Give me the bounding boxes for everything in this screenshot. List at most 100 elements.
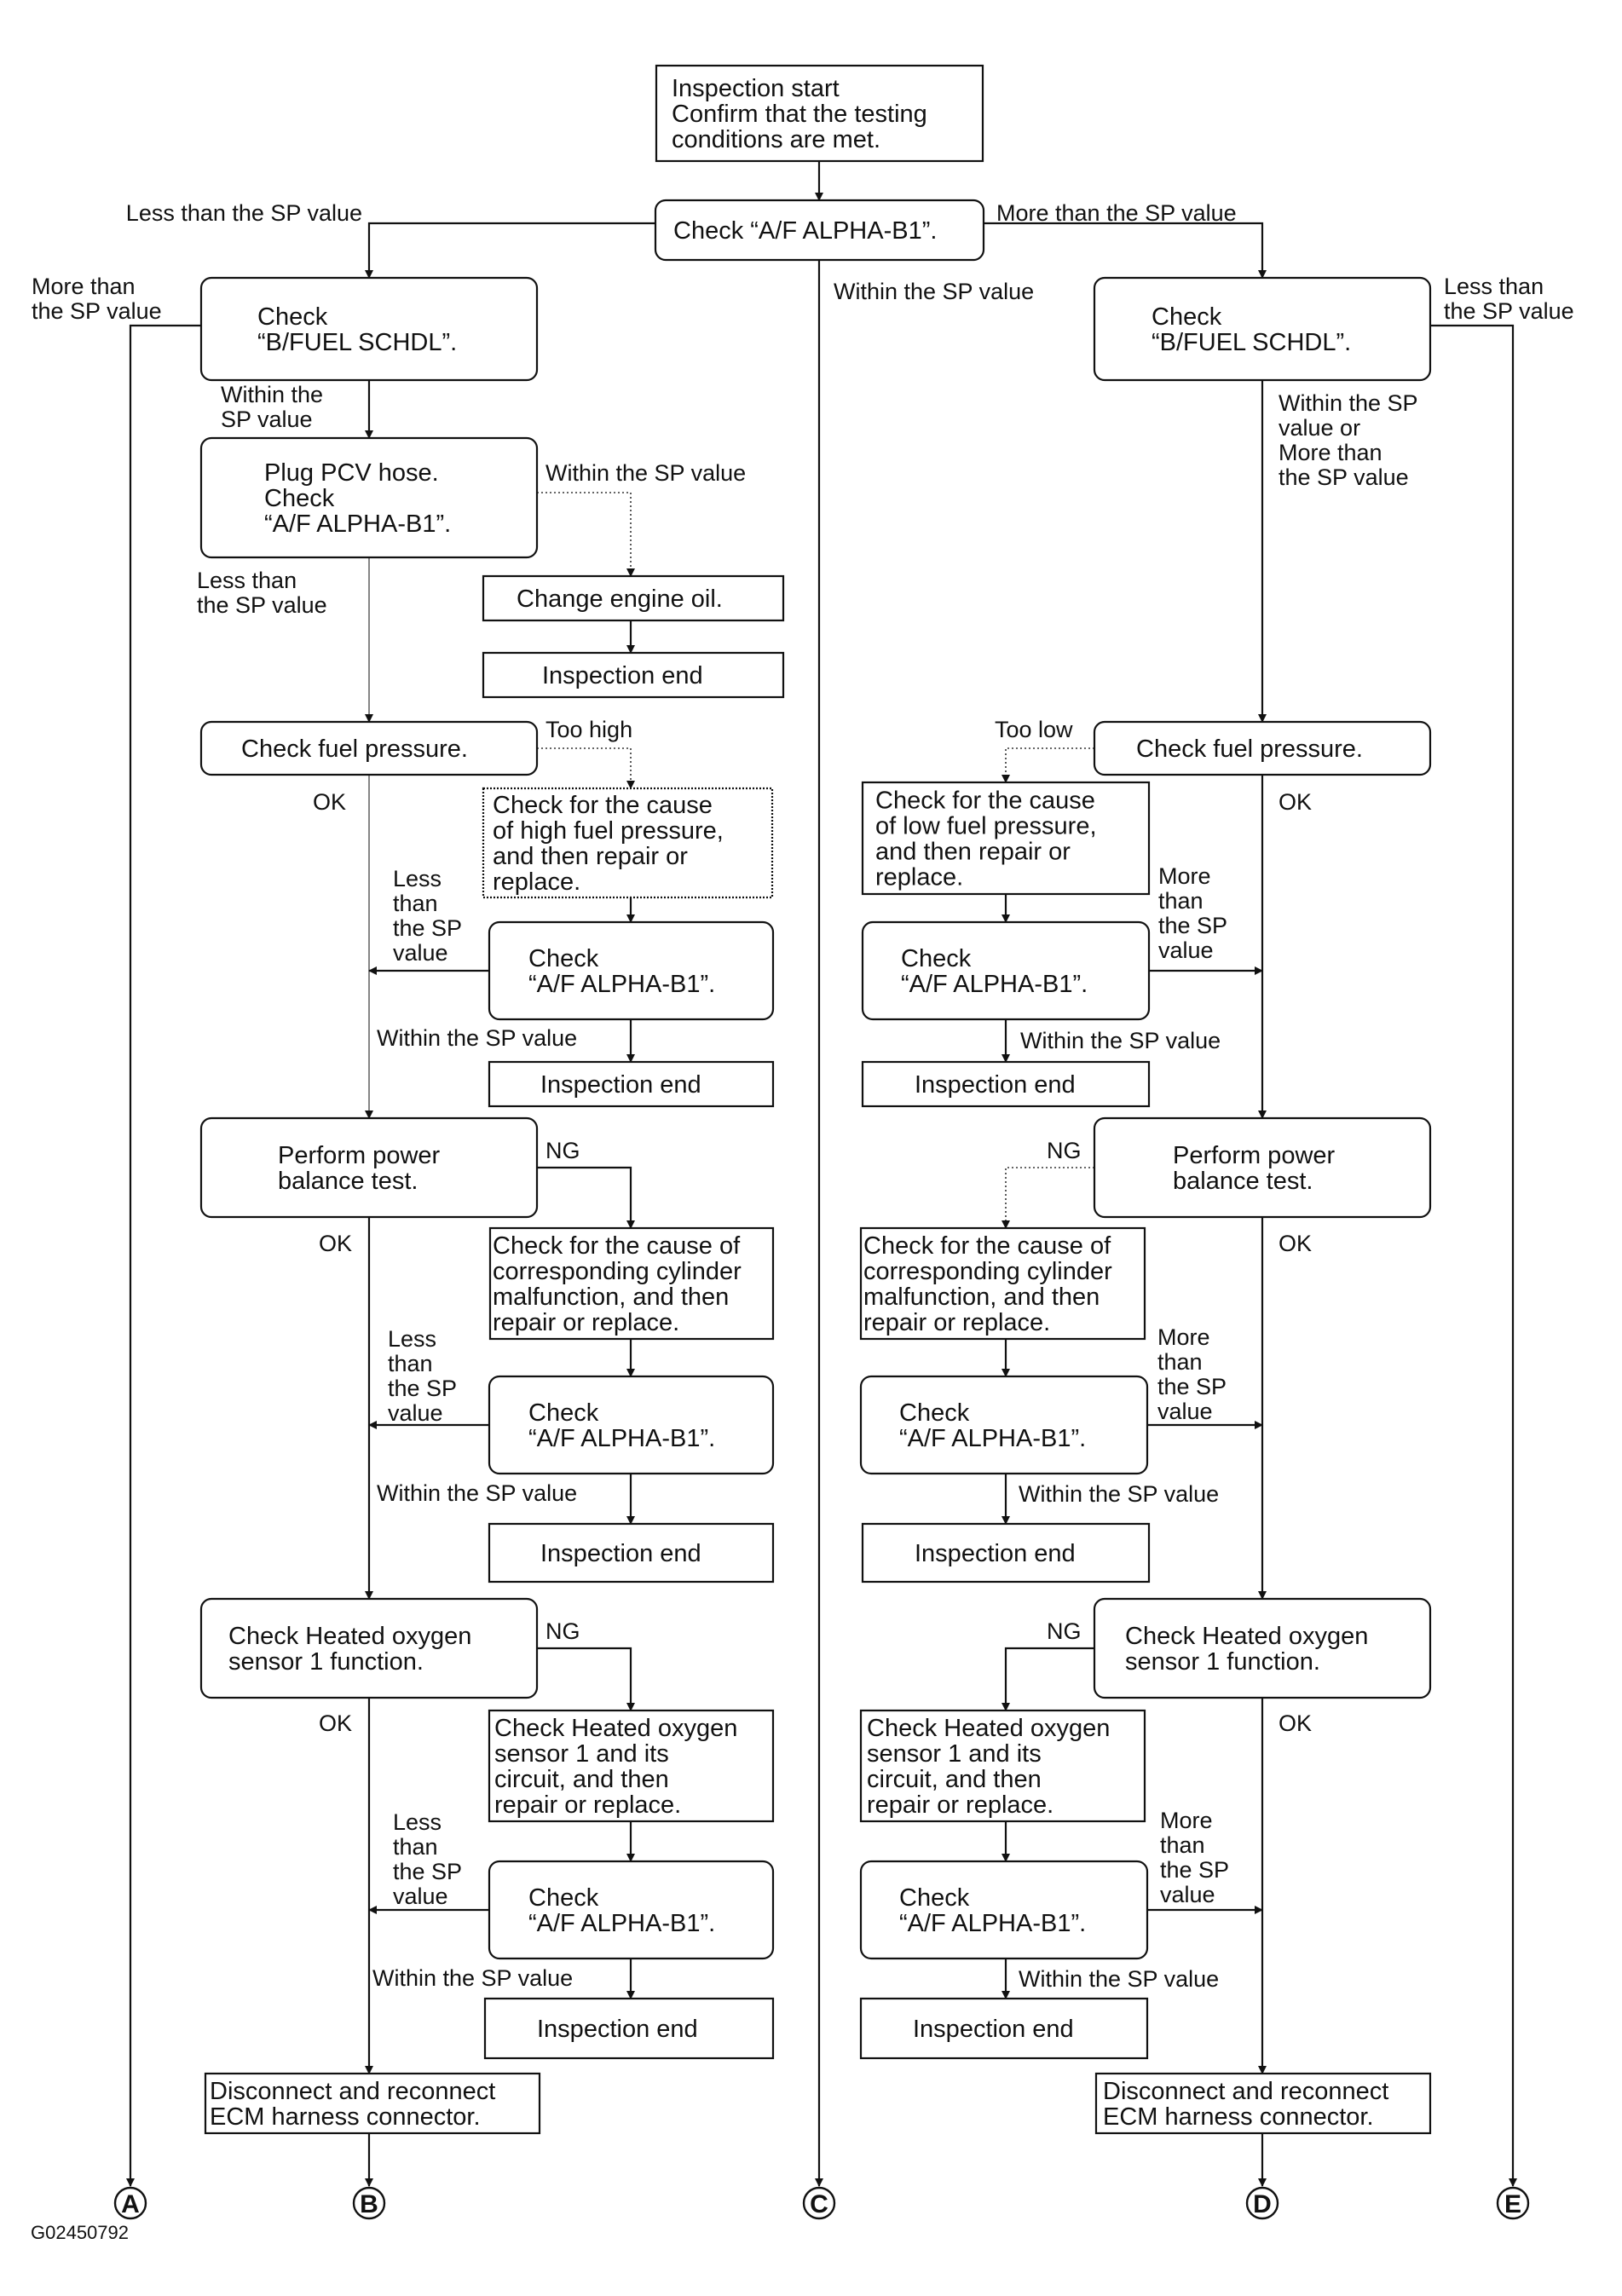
box-text-line: malfunction, and then <box>863 1284 1100 1311</box>
box-r-fuel-pressure: Check fuel pressure. <box>1093 720 1432 776</box>
label-l-fp-ok: OK <box>313 789 346 815</box>
label-r-af1-within: Within the SP value <box>1020 1028 1221 1053</box>
box-text-line: “A/F ALPHA-B1”. <box>899 1425 1086 1452</box>
branch-label-line: the SP <box>1160 1857 1229 1883</box>
box-r-insp-end-1: Inspection end <box>861 1060 1151 1108</box>
branch-label-line: value <box>393 1884 448 1909</box>
branch-label-line: value <box>1157 1399 1213 1424</box>
box-text-line: Perform power <box>1173 1142 1336 1169</box>
box-text-line: Check fuel pressure. <box>241 736 468 763</box>
flow-connector <box>537 747 635 789</box>
box-text-line: Plug PCV hose. <box>264 459 439 487</box>
box-check-af-top: Check “A/F ALPHA-B1”. <box>654 199 985 262</box>
branch-label-line: OK <box>1279 1231 1312 1256</box>
box-text-line: Check <box>257 303 328 331</box>
flow-connector <box>1430 324 1517 2187</box>
box-text-line: Check <box>528 945 599 972</box>
branch-label-line: SP value <box>221 407 313 432</box>
box-text-line: Inspection start <box>672 75 840 102</box>
flow-connector <box>1001 747 1094 783</box>
label-r-pb-ok: OK <box>1279 1231 1312 1256</box>
branch-label-line: than <box>1160 1832 1205 1858</box>
box-r-af-check-3: Check“A/F ALPHA-B1”. <box>859 1860 1149 1960</box>
label-l-pb-ng: NG <box>545 1138 580 1163</box>
connector-letter: A <box>121 2190 140 2218</box>
box-text-line: corresponding cylinder <box>493 1258 742 1285</box>
branch-label-line: NG <box>545 1618 580 1644</box>
box-r-af-check-2: Check“A/F ALPHA-B1”. <box>859 1375 1149 1475</box>
box-text-line: Check “A/F ALPHA-B1”. <box>673 217 937 245</box>
branch-label-line: the SP <box>1157 1374 1227 1399</box>
box-text-line: Disconnect and reconnect <box>1103 2078 1388 2105</box>
branch-label-line: Less than the SP value <box>126 200 362 226</box>
flow-connector <box>126 324 201 2187</box>
box-text-line: corresponding cylinder <box>863 1258 1112 1285</box>
branch-label-line: than <box>388 1351 433 1376</box>
box-text-line: ECM harness connector. <box>210 2103 481 2131</box>
box-text-line: balance test. <box>278 1168 418 1195</box>
box-text-line: circuit, and then <box>867 1766 1042 1793</box>
box-text-line: replace. <box>875 864 963 891</box>
box-r-af-check-1: Check“A/F ALPHA-B1”. <box>861 920 1151 1021</box>
label-r-af3-within: Within the SP value <box>1019 1966 1219 1992</box>
box-l-pcv: Plug PCV hose.Check“A/F ALPHA-B1”. <box>199 436 539 559</box>
box-text-line: Check for the cause <box>493 792 713 819</box>
branch-label-line: OK <box>313 789 346 815</box>
branch-label-line: Within the SP value <box>834 279 1034 304</box>
box-text-line: replace. <box>493 868 580 896</box>
label-l-ho-ok: OK <box>319 1710 352 1736</box>
box-l-af-check-1: Check“A/F ALPHA-B1”. <box>488 920 775 1021</box>
branch-label-line: NG <box>545 1138 580 1163</box>
label-l-pb-ok: OK <box>319 1231 352 1256</box>
box-text-line: “A/F ALPHA-B1”. <box>528 971 715 998</box>
branch-label-line: the SP value <box>197 592 327 618</box>
branch-label-line: than <box>393 1834 438 1860</box>
box-text-line: sensor 1 and its <box>867 1740 1042 1768</box>
branch-label-line: OK <box>319 1231 352 1256</box>
box-text-line: Check <box>899 1884 970 1912</box>
box-r-insp-end-3: Inspection end <box>859 1997 1149 2060</box>
box-text-line: “B/FUEL SCHDL”. <box>1152 329 1351 356</box>
box-text-line: sensor 1 and its <box>494 1740 669 1768</box>
branch-label-line: than <box>1157 1349 1203 1375</box>
box-l-af-check-2: Check“A/F ALPHA-B1”. <box>488 1375 775 1475</box>
label-r-fp-toolow: Too low <box>995 717 1073 742</box>
branch-label-line: the SP <box>1158 913 1227 938</box>
branch-label-line: Within the <box>221 382 323 407</box>
branch-label-line: the SP <box>393 915 462 941</box>
branch-label-line: Less <box>388 1326 436 1352</box>
box-text-line: malfunction, and then <box>493 1284 729 1311</box>
branch-label-line: Less than <box>1444 274 1544 299</box>
box-text-line: “A/F ALPHA-B1”. <box>264 511 451 538</box>
label-r-ho-ok: OK <box>1279 1710 1312 1736</box>
label-l-ho-ng: NG <box>545 1618 580 1644</box>
flow-connector <box>537 1647 635 1711</box>
branch-label-line: More <box>1157 1324 1210 1350</box>
box-text-line: ECM harness connector. <box>1103 2103 1374 2131</box>
connector-c: C <box>802 2186 836 2220</box>
flow-connector <box>984 222 1267 279</box>
box-text-line: Check Heated oxygen <box>228 1623 471 1650</box>
branch-label-line: the SP value <box>32 298 162 324</box>
box-text-line: balance test. <box>1173 1168 1313 1195</box>
box-text-line: Check for the cause of <box>863 1232 1111 1260</box>
box-text-line: Inspection end <box>540 1540 701 1567</box>
box-l-insp-end-2: Inspection end <box>488 1060 775 1108</box>
box-text-line: of low fuel pressure, <box>875 813 1097 840</box>
label-l-pcv-within: Within the SP value <box>545 460 746 486</box>
label-l-af2-within: Within the SP value <box>377 1480 577 1506</box>
box-text-line: Inspection end <box>537 2016 698 2043</box>
